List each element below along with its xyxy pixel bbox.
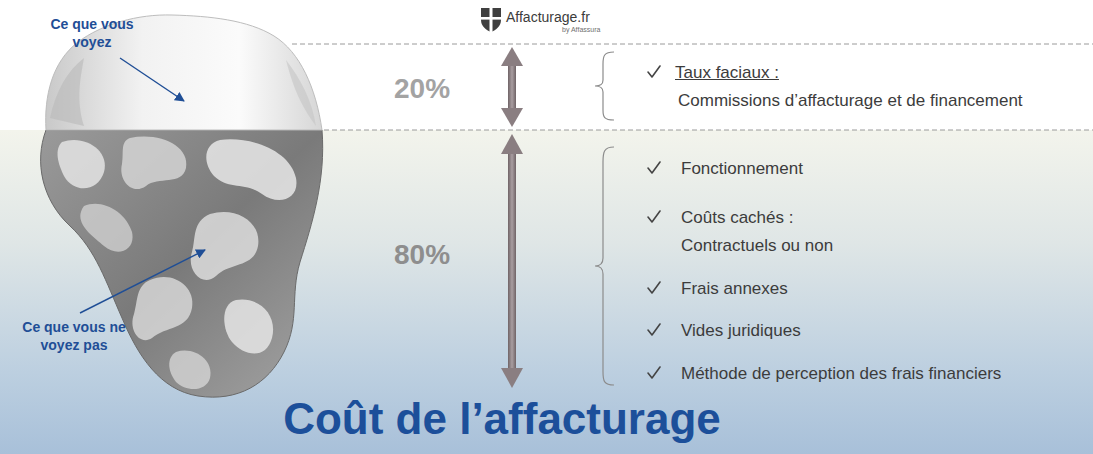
list-heading: Taux faciaux : (675, 63, 779, 83)
list-body: Contractuels ou non (681, 236, 833, 256)
text-slot: Commissions d’affacturage et de financem… (678, 91, 1023, 111)
level-line (292, 130, 1093, 131)
callout-label: Ce que vous voyez (44, 15, 140, 51)
text-slot: Frais annexes (681, 279, 788, 299)
iceberg-tip (46, 15, 322, 130)
text-slot: Taux faciaux : (675, 63, 779, 83)
level-line (292, 44, 1093, 45)
level-band: 20% Taux faciaux : Commissions d’affactura… (290, 44, 1093, 130)
title-slot: Coût de l’affacturage (0, 394, 1004, 445)
text-slot: 80% (394, 238, 450, 272)
list-body: Commissions d’affacturage et de financem… (678, 91, 1023, 111)
list-item: Frais annexes (681, 279, 788, 299)
check-mark (648, 66, 660, 378)
water-ground (0, 130, 1093, 454)
leader-line (80, 250, 205, 313)
logo-icon (481, 8, 501, 32)
label-slot: by Affassura (562, 26, 600, 34)
percent-value: 80% (394, 238, 450, 272)
text-slot: 20% (394, 72, 450, 106)
list-item: Vides juridiques (681, 321, 801, 341)
label-slot: Ce que vous voyez (44, 15, 140, 51)
brace (595, 52, 614, 120)
percent-value: 20% (394, 72, 450, 106)
label-slot: Ce que vous ne voyez pas (16, 318, 132, 354)
sky-ground (0, 0, 1093, 130)
list-item: Méthode de perception des frais financie… (681, 364, 1001, 384)
text-slot: Contractuels ou non (681, 236, 833, 256)
text-slot: Fonctionnement (681, 159, 803, 179)
brace (595, 147, 614, 385)
callout-label: Ce que vous ne voyez pas (16, 318, 132, 354)
span-arrow (501, 134, 523, 388)
text-slot: Coûts cachés : (681, 208, 793, 228)
span-arrow (501, 47, 523, 127)
logo-text: Affacturage.fr (506, 9, 590, 26)
iceberg-submerged (41, 130, 323, 397)
logo-tagline: by Affassura (562, 26, 600, 34)
text-slot: Méthode de perception des frais financie… (681, 364, 1001, 384)
list-item: Fonctionnement (681, 159, 803, 179)
diagram-title: Coût de l’affacturage (0, 394, 1004, 445)
leader-line (120, 58, 184, 101)
list-heading: Coûts cachés : (681, 208, 793, 228)
level-band: 80% FonctionnementCoûts cachés : Contractu… (290, 130, 1093, 395)
text-slot: Vides juridiques (681, 321, 801, 341)
label-slot: Affacturage.fr (506, 9, 590, 26)
